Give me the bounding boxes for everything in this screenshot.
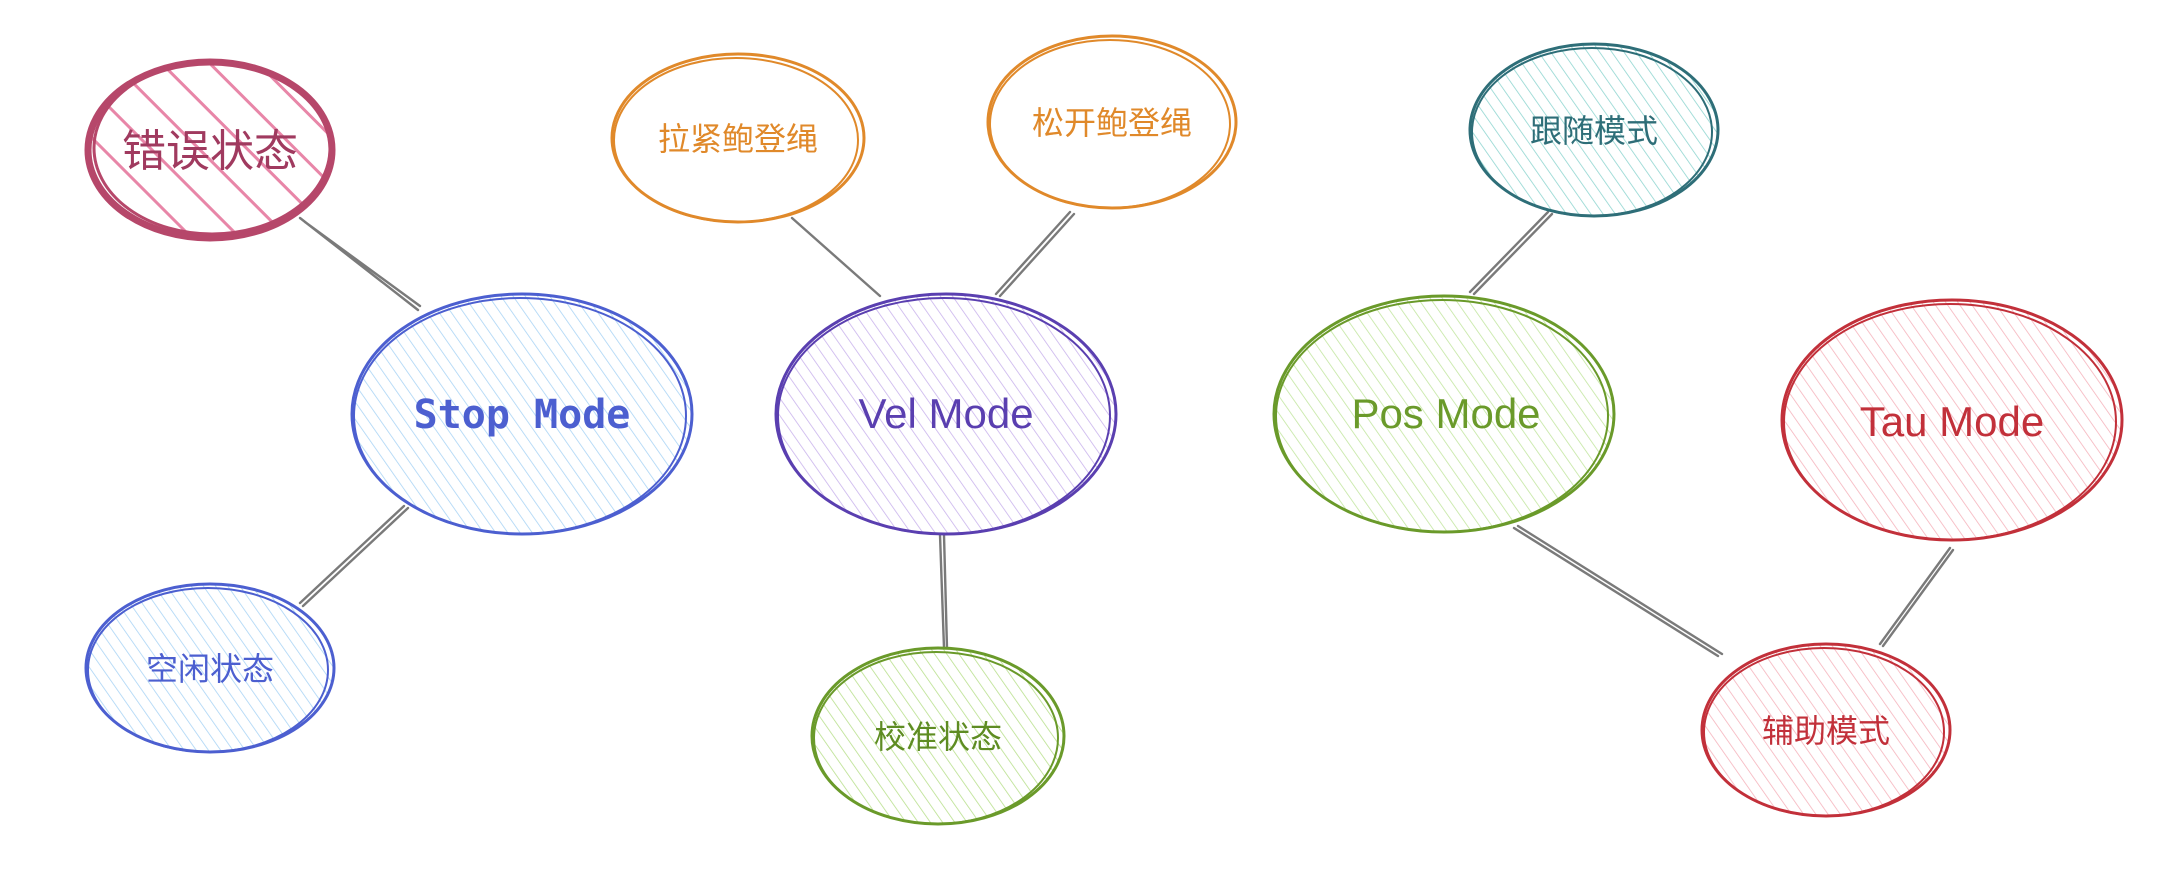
assist-mode-label: 辅助模式 [1762,713,1890,749]
node-tighten-rope[interactable]: 拉紧鲍登绳 [610,52,866,224]
node-stop-mode[interactable]: Stop Mode [350,292,694,536]
edge-vel-calib [938,533,949,650]
node-follow-mode[interactable]: 跟随模式 [1468,42,1720,218]
node-loosen-rope[interactable]: 松开鲍登绳 [986,34,1238,210]
idle-state-label: 空闲状态 [146,651,274,687]
node-tau-mode[interactable]: Tau Mode [1780,298,2124,542]
stop-mode-label: Stop Mode [414,392,631,438]
edge-error-stop [298,216,422,312]
error-state-label: 错误状态 [122,127,298,176]
tau-mode-label: Tau Mode [1860,398,2044,445]
node-pos-mode[interactable]: Pos Mode [1272,294,1616,534]
node-assist-mode[interactable]: 辅助模式 [1700,642,1952,818]
edge-tau-assist [1878,546,1955,648]
tighten-rope-label: 拉紧鲍登绳 [658,121,818,157]
calibration-label: 校准状态 [874,719,1002,755]
edge-loosen-vel [994,210,1076,298]
loosen-rope-label: 松开鲍登绳 [1032,105,1192,141]
edge-tighten-vel [790,216,882,298]
node-vel-mode[interactable]: Vel Mode [774,292,1118,536]
node-error-state[interactable]: 错误状态 [84,58,336,242]
pos-mode-label: Pos Mode [1351,390,1540,437]
edge-follow-pos [1468,210,1554,296]
vel-mode-label: Vel Mode [858,390,1033,437]
follow-mode-label: 跟随模式 [1530,113,1658,149]
edges [298,210,1955,658]
edge-pos-assist [1512,524,1724,658]
edge-stop-idle [298,504,410,608]
node-idle-state[interactable]: 空闲状态 [84,582,336,754]
node-calibration[interactable]: 校准状态 [810,646,1066,826]
